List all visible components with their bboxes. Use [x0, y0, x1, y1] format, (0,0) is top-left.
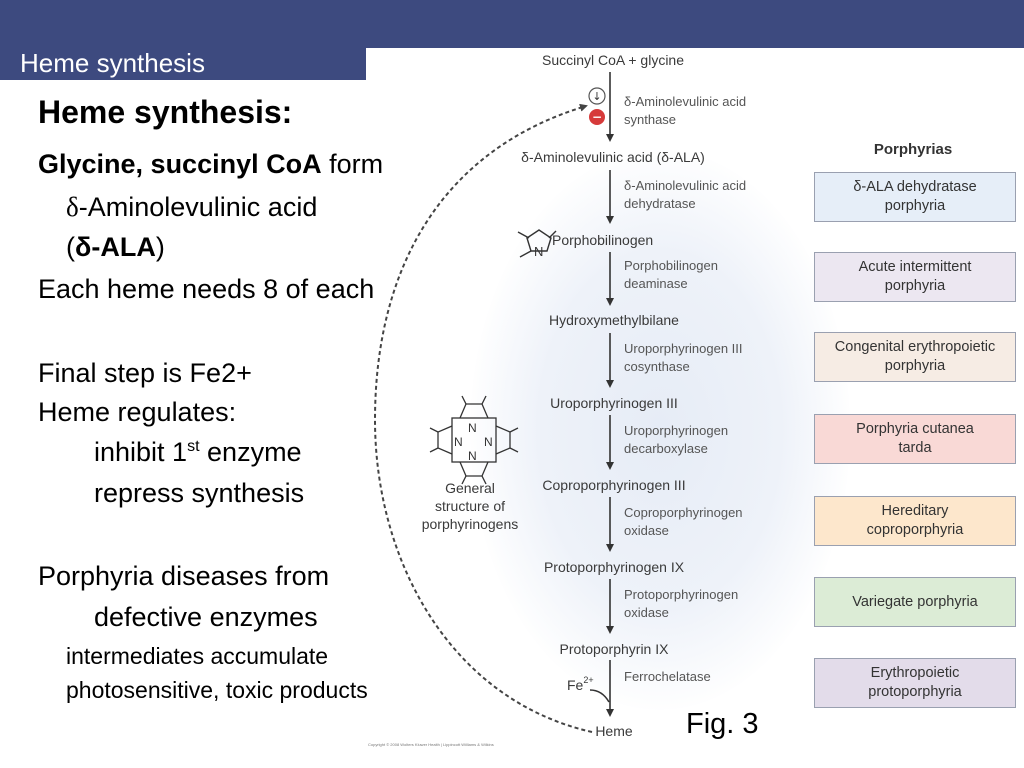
copyright-notice: Copyright © 2008 Wolters Kluwer Health |… [368, 742, 494, 747]
text-line-2: δ-Aminolevulinic acid [66, 192, 317, 223]
pyrrole-ring-icon [517, 229, 557, 258]
enzyme-3-line-2: deaminase [624, 276, 688, 291]
enzyme-4-line-1: Uroporphyrinogen III [624, 341, 743, 356]
intermediate-uroporphyrinogen: Uroporphyrinogen III [550, 395, 678, 411]
porphyria-box-congenital-erythropoietic: Congenital erythropoietic porphyria [814, 332, 1016, 382]
slide-heading: Heme synthesis: [38, 94, 293, 130]
regulation-down-symbol: ↓ [592, 90, 601, 103]
intermediate-ala: δ-Aminolevulinic acid (δ-ALA) [521, 149, 705, 165]
regulation-down-icon [588, 87, 606, 105]
iron-charge: 2+ [583, 675, 593, 685]
inhibition-minus-symbol: − [592, 110, 602, 124]
product-heme: Heme [595, 723, 633, 739]
text-line-12: photosensitive, toxic products [66, 677, 368, 703]
iron-label: Fe2+ [567, 675, 594, 693]
ring-nitrogen-bottom: N [468, 449, 477, 463]
porphyrias-title: Porphyrias [874, 141, 952, 158]
fe-join-arrow [589, 689, 610, 703]
header-title: Heme synthesis [20, 48, 205, 78]
text-line-1: Glycine, succinyl CoA form [38, 149, 383, 180]
text-line-5: Final step is Fe2+ [38, 358, 252, 388]
intermediate-protoporphyrin: Protoporphyrin IX [560, 641, 670, 657]
porphyria-box-cutanea-tarda: Porphyria cutanea tarda [814, 414, 1016, 464]
enzyme-4-line-2: cosynthase [624, 359, 690, 374]
enzyme-6-line-1: Coproporphyrinogen [624, 505, 743, 520]
enzyme-3-line-1: Porphobilinogen [624, 258, 718, 273]
delta-symbol: δ [66, 192, 79, 222]
line7-pre: inhibit 1 [94, 437, 188, 467]
line7-post: enzyme [199, 437, 302, 467]
enzyme-2-line-1: δ-Aminolevulinic acid [624, 178, 746, 193]
porphyria-box-erythropoietic-protoporphyria: Erythropoietic protoporphyria [814, 658, 1016, 708]
enzyme-7-line-1: Protoporphyrinogen [624, 587, 738, 602]
intermediate-porphobilinogen: Porphobilinogen [552, 232, 653, 248]
pyrrole-nitrogen: N [534, 244, 543, 259]
enzyme-5-line-1: Uroporphyrinogen [624, 423, 728, 438]
line3-bold: δ-ALA [75, 232, 156, 262]
structure-caption-line-1: General [445, 480, 495, 496]
line3-open: ( [66, 232, 75, 262]
porphyria-box-variegate: Variegate porphyria [814, 577, 1016, 627]
porphyrinogen-structure-icon [429, 395, 519, 485]
porphyria-box-hereditary-coproporphyria: Hereditary coproporphyria [814, 496, 1016, 546]
line3-close: ) [155, 232, 165, 262]
enzyme-5-line-2: decarboxylase [624, 441, 708, 456]
text-line-7: inhibit 1st enzyme [94, 437, 302, 468]
porphyria-box-acute-intermittent: Acute intermittent porphyria [814, 252, 1016, 302]
ring-nitrogen-right: N [484, 435, 493, 449]
text-line-6: Heme regulates: [38, 397, 237, 427]
ring-nitrogen-top: N [468, 421, 477, 435]
iron-symbol: Fe [567, 677, 584, 693]
enzyme-1-line-2: synthase [624, 112, 676, 127]
top-banner [0, 0, 1024, 48]
text-line-4: Each heme needs 8 of each [38, 274, 375, 304]
structure-caption-line-3: porphyrinogens [422, 516, 519, 532]
text-line-9: Porphyria diseases from [38, 561, 330, 591]
figure-label: Fig. 3 [686, 708, 759, 740]
text-line-11: intermediates accumulate [66, 643, 329, 669]
line7-sup: st [187, 438, 200, 455]
start-substrates: Succinyl CoA + glycine [542, 52, 684, 68]
enzyme-8-line-1: Ferrochelatase [624, 669, 711, 684]
enzyme-labels: δ-Aminolevulinic acid synthase δ-Aminole… [624, 94, 746, 684]
diagram-glow [470, 150, 850, 710]
structure-caption-line-2: structure of [435, 498, 505, 514]
intermediate-coproporphyrinogen: Coproporphyrinogen III [542, 477, 685, 493]
text-line-10: defective enzymes [94, 602, 318, 632]
enzyme-6-line-2: oxidase [624, 523, 669, 538]
header-tab: Heme synthesis [0, 48, 366, 80]
feedback-inhibition-arrow [373, 103, 593, 733]
porphyria-box-ala-dehydratase: δ-ALA dehydratase porphyria [814, 172, 1016, 222]
enzyme-2-line-2: dehydratase [624, 196, 696, 211]
inhibition-minus-icon [589, 109, 605, 125]
text-line-3: (δ-ALA) [66, 232, 165, 263]
line1-bold: Glycine, succinyl CoA [38, 149, 322, 179]
line1-rest: form [321, 149, 384, 179]
line2-rest: -Aminolevulinic acid [78, 192, 318, 222]
ring-nitrogen-left: N [454, 435, 463, 449]
intermediate-protoporphyrinogen: Protoporphyrinogen IX [544, 559, 685, 575]
enzyme-1-line-1: δ-Aminolevulinic acid [624, 94, 746, 109]
enzyme-7-line-2: oxidase [624, 605, 669, 620]
text-line-8: repress synthesis [94, 478, 305, 508]
intermediate-hydroxymethylbilane: Hydroxymethylbilane [549, 312, 679, 328]
